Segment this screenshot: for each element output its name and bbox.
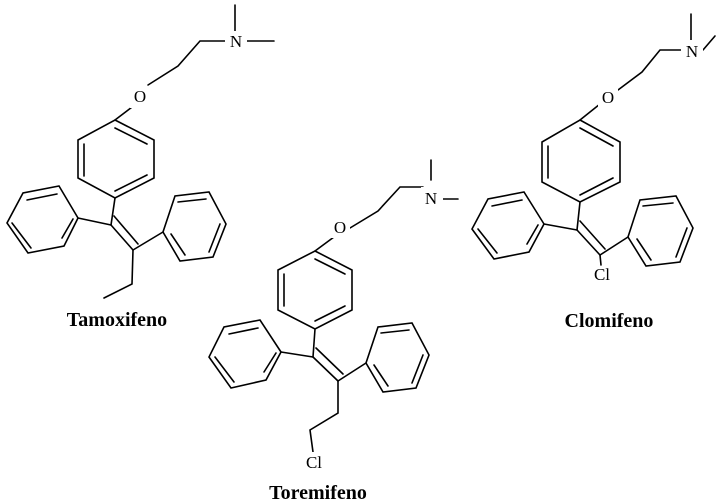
clomifene-chlorine-label: Cl <box>594 265 610 284</box>
toremifene-name: Toremifeno <box>269 482 367 504</box>
tamoxifen-bonds <box>6 4 275 299</box>
clomifene-oxygen-label: O <box>602 88 614 107</box>
toremifene-chlorine-label: Cl <box>306 453 322 472</box>
tamoxifen-name: Tamoxifeno <box>67 309 167 331</box>
tamoxifen-oxygen-label: O <box>134 87 146 106</box>
molecule-clomifene: N O Cl Clomifeno <box>471 13 716 332</box>
toremifene-bonds <box>208 159 459 453</box>
clomifene-name: Clomifeno <box>565 310 654 332</box>
molecule-toremifene: N O Cl Toremifeno <box>208 159 459 504</box>
toremifene-oxygen-label: O <box>334 218 346 237</box>
clomifene-nitrogen-label: N <box>686 42 698 61</box>
toremifene-nitrogen-label: N <box>425 189 437 208</box>
clomifene-bonds <box>471 13 716 267</box>
molecule-tamoxifen: N O Tamoxifeno <box>6 4 275 331</box>
tamoxifen-nitrogen-label: N <box>230 32 242 51</box>
